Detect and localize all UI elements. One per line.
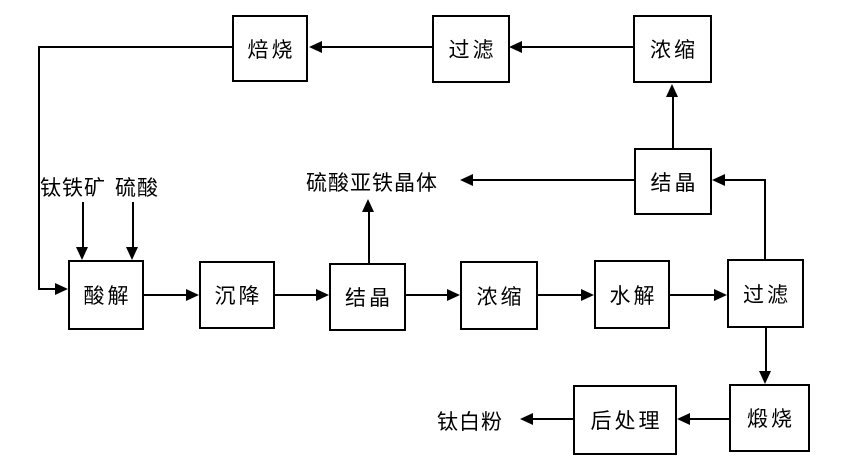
arrow-right-icon — [55, 283, 68, 295]
label-ilmenite: 钛铁矿 — [40, 176, 106, 200]
arrow-left-icon — [520, 413, 533, 425]
node-filter-right: 过滤 — [727, 259, 804, 328]
node-hydrolyze: 水解 — [594, 260, 670, 329]
edge-ilmenite-to-acid-line — [82, 202, 84, 248]
edge-filter-to-crystallize-right-vertical-line — [764, 179, 766, 259]
arrow-right-icon — [714, 289, 727, 301]
edge-filter-to-crystallize-right-horizontal-line — [725, 179, 766, 181]
edge-crystallize-right-to-concentrate-top-line — [672, 96, 674, 148]
edge-roast-recycle-bottom-line — [38, 288, 56, 290]
edge-roast-recycle-vertical-line — [38, 46, 40, 290]
arrow-right-icon — [316, 289, 329, 301]
node-crystallize-right: 结晶 — [634, 148, 712, 215]
node-calcine: 煅烧 — [729, 384, 810, 452]
arrow-left-icon — [309, 41, 322, 53]
label-titanium-white-powder: 钛白粉 — [437, 410, 503, 434]
node-concentrate-top: 浓缩 — [633, 15, 712, 83]
edge-crystallize-to-ferrous-line — [368, 211, 370, 263]
arrow-right-icon — [581, 289, 594, 301]
label-ferrous-sulfate-crystals: 硫酸亚铁晶体 — [306, 171, 438, 195]
arrow-left-icon — [460, 174, 473, 186]
arrow-up-icon — [666, 84, 678, 97]
edge-crystallize-to-concentrate-line — [406, 294, 448, 296]
edge-concentrate-to-hydrolyze-line — [538, 294, 581, 296]
arrow-right-icon — [186, 289, 199, 301]
arrow-up-icon — [362, 199, 374, 212]
arrow-left-icon — [509, 41, 522, 53]
edge-sulfuric-to-acid-line — [132, 202, 134, 248]
edge-roast-recycle-top-line — [38, 46, 232, 48]
arrow-left-icon — [677, 413, 690, 425]
arrow-right-icon — [447, 289, 460, 301]
edge-filter-to-calcine-line — [765, 328, 767, 372]
edge-settle-to-crystallize-line — [275, 294, 317, 296]
edge-acid-to-settle-line — [144, 294, 186, 296]
edge-hydrolyze-to-filter-line — [670, 294, 714, 296]
node-concentrate-mid: 浓缩 — [460, 261, 538, 330]
label-sulfuric-acid: 硫酸 — [115, 176, 159, 200]
arrow-down-icon — [76, 247, 88, 260]
node-post-treatment: 后处理 — [573, 385, 677, 455]
node-filter-top: 过滤 — [432, 15, 510, 83]
edge-crystallize-right-to-ferrous-line — [473, 179, 634, 181]
edge-concentrate-top-to-filter-top-line — [521, 46, 633, 48]
node-settle: 沉降 — [199, 261, 275, 329]
arrow-down-icon — [759, 371, 771, 384]
arrow-left-icon — [712, 174, 725, 186]
node-crystallize-mid: 结晶 — [329, 263, 406, 331]
arrow-down-icon — [126, 247, 138, 260]
node-roast: 焙烧 — [232, 15, 308, 82]
edge-post-to-tiwhite-line — [533, 418, 573, 420]
edge-filter-top-to-roast-line — [321, 46, 432, 48]
edge-calcine-to-post-line — [690, 418, 729, 420]
node-acid-digest: 酸解 — [68, 260, 144, 330]
